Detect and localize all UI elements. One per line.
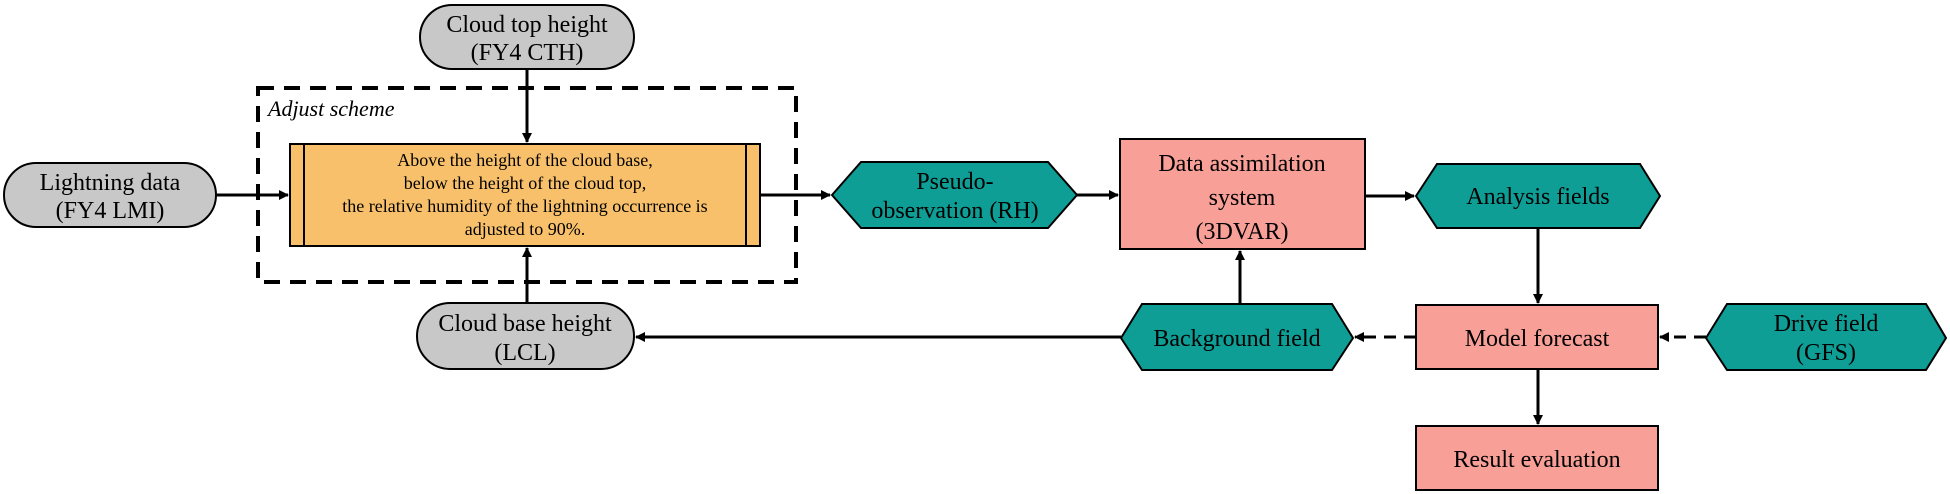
lightning-line1: Lightning data [40,170,181,196]
adjust-rule-line4: adjusted to 90%. [465,219,585,239]
drive-field-line1: Drive field [1774,311,1879,337]
result-evaluation-node: Result evaluation [1415,425,1659,491]
cloud-base-line2: (LCL) [494,340,555,366]
background-field-node: Background field [1119,303,1355,371]
lightning-line2: (FY4 LMI) [56,198,165,224]
cloud-top-height-node: Cloud top height (FY4 CTH) [419,4,635,70]
result-eval-label: Result evaluation [1453,447,1620,473]
model-forecast-label: Model forecast [1465,326,1610,352]
cloud-base-line1: Cloud base height [438,311,612,337]
cloud-base-height-node: Cloud base height (LCL) [416,302,635,370]
cloud-top-line2: (FY4 CTH) [471,40,584,66]
analysis-label: Analysis fields [1466,184,1609,210]
assimilation-line1: Data assimilation [1158,151,1325,177]
pseudo-obs-line2: observation (RH) [871,198,1038,224]
adjust-rule-line1: Above the height of the cloud base, [397,150,652,170]
pseudo-obs-line1: Pseudo- [916,169,993,195]
adjust-rule-node: Above the height of the cloud base, belo… [289,143,761,247]
adjust-scheme-label: Adjust scheme [266,96,395,121]
adjust-rule-line2: below the height of the cloud top, [404,173,646,193]
background-label: Background field [1153,326,1320,352]
assimilation-line3: (3DVAR) [1196,219,1289,245]
analysis-fields-node: Analysis fields [1414,163,1662,229]
model-forecast-node: Model forecast [1415,304,1659,370]
drive-field-node: Drive field (GFS) [1704,303,1948,371]
pseudo-observation-node: Pseudo- observation (RH) [830,161,1079,229]
adjust-rule-line3: the relative humidity of the lightning o… [342,196,707,216]
assimilation-line2: system [1209,185,1276,211]
data-assimilation-node: Data assimilation system (3DVAR) [1119,138,1366,250]
drive-field-line2: (GFS) [1796,340,1856,366]
cloud-top-line1: Cloud top height [446,12,608,38]
lightning-data-node: Lightning data (FY4 LMI) [3,162,217,228]
